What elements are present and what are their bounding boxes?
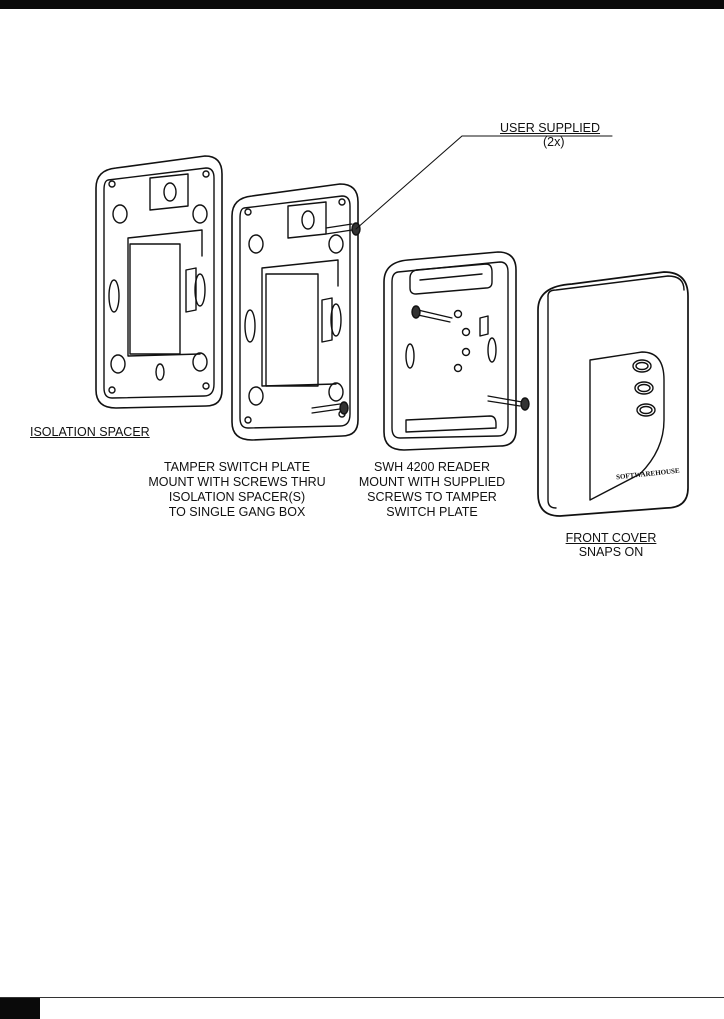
reader-label-4: SWITCH PLATE — [348, 505, 516, 519]
user-supplied-label: USER SUPPLIED — [500, 121, 600, 135]
reader-part — [384, 252, 529, 450]
tamper-plate-label-3: ISOLATION SPACER(S) — [152, 490, 322, 504]
reader-label-2: MOUNT WITH SUPPLIED — [348, 475, 516, 489]
front-cover-part — [538, 272, 688, 516]
front-cover-note-label: SNAPS ON — [556, 545, 666, 559]
user-supplied-leader — [356, 136, 612, 229]
tamper-plate-label-2: MOUNT WITH SCREWS THRU — [137, 475, 337, 489]
page-number-tab — [0, 998, 40, 1019]
tamper-switch-plate-part — [232, 184, 360, 440]
front-cover-label: FRONT COVER — [556, 531, 666, 545]
user-supplied-qty-label: (2x) — [543, 135, 565, 149]
reader-label-3: SCREWS TO TAMPER — [348, 490, 516, 504]
tamper-plate-label-4: TO SINGLE GANG BOX — [152, 505, 322, 519]
isolation-spacer-label: ISOLATION SPACER — [30, 425, 150, 439]
reader-label-1: SWH 4200 READER — [348, 460, 516, 474]
tamper-plate-label-1: TAMPER SWITCH PLATE — [152, 460, 322, 474]
footer-rule — [0, 997, 724, 998]
isolation-spacer-part — [96, 156, 222, 408]
